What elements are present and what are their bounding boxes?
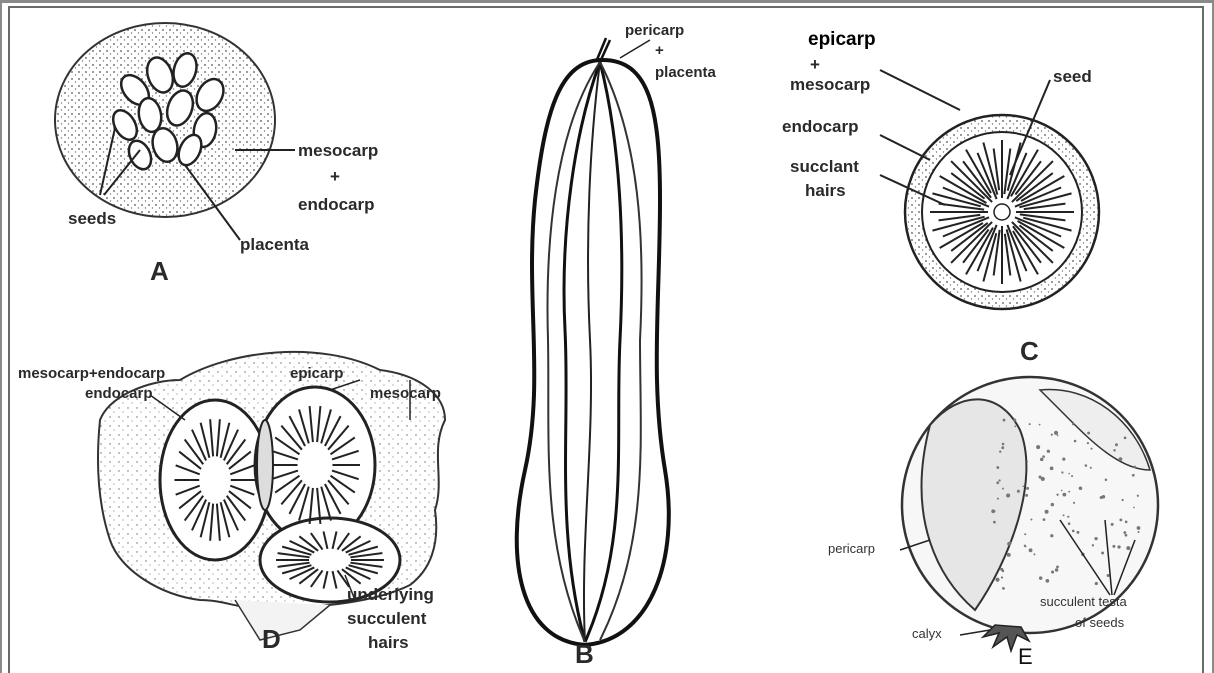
d-figure-letter: D — [262, 624, 281, 654]
c-label-plus: + — [810, 55, 820, 74]
e-label-succulent-testa: succulent testa — [1040, 594, 1127, 609]
figure-d: mesocarp+endocarp endocarp epicarp mesoc… — [18, 352, 445, 654]
d-label-mesocarp: mesocarp — [370, 385, 441, 402]
c-label-seed: seed — [1053, 67, 1092, 86]
b-label-pericarp: pericarp — [625, 22, 684, 39]
d-label-underlying: underlying — [347, 585, 434, 604]
figure-c: epicarp + mesocarp seed endocarp succlan… — [782, 29, 1099, 366]
c-label-hairs: hairs — [805, 181, 846, 200]
c-label-epicarp: epicarp — [808, 29, 876, 50]
b-label-placenta: placenta — [655, 64, 717, 81]
a-label-endocarp: endocarp — [298, 195, 375, 214]
figure-a: mesocarp + endocarp seeds placenta A — [55, 23, 378, 286]
e-figure-letter: E — [1018, 644, 1033, 669]
e-label-calyx: calyx — [912, 626, 942, 641]
a-label-plus: + — [330, 167, 340, 186]
c-label-mesocarp: mesocarp — [790, 75, 870, 94]
figure-b: pericarp + placenta B — [517, 22, 717, 669]
e-label-pericarp: pericarp — [828, 541, 875, 556]
d-label-succulent: succulent — [347, 609, 427, 628]
a-label-seeds: seeds — [68, 209, 116, 228]
d-label-meso-endo: mesocarp+endocarp — [18, 365, 165, 382]
a-label-placenta: placenta — [240, 235, 310, 254]
c-label-succulent: succlant — [790, 157, 859, 176]
c-label-endocarp: endocarp — [782, 117, 859, 136]
e-label-of-seeds: of seeds — [1075, 615, 1125, 630]
c-figure-letter: C — [1020, 336, 1039, 366]
d-label-hairs: hairs — [368, 633, 409, 652]
figure-e: pericarp calyx succulent testa of seeds … — [828, 377, 1158, 669]
a-label-mesocarp: mesocarp — [298, 141, 378, 160]
d-label-endocarp: endocarp — [85, 385, 153, 402]
b-figure-letter: B — [575, 639, 594, 669]
a-figure-letter: A — [150, 256, 169, 286]
b-label-plus: + — [655, 42, 664, 59]
d-label-epicarp: epicarp — [290, 365, 343, 382]
